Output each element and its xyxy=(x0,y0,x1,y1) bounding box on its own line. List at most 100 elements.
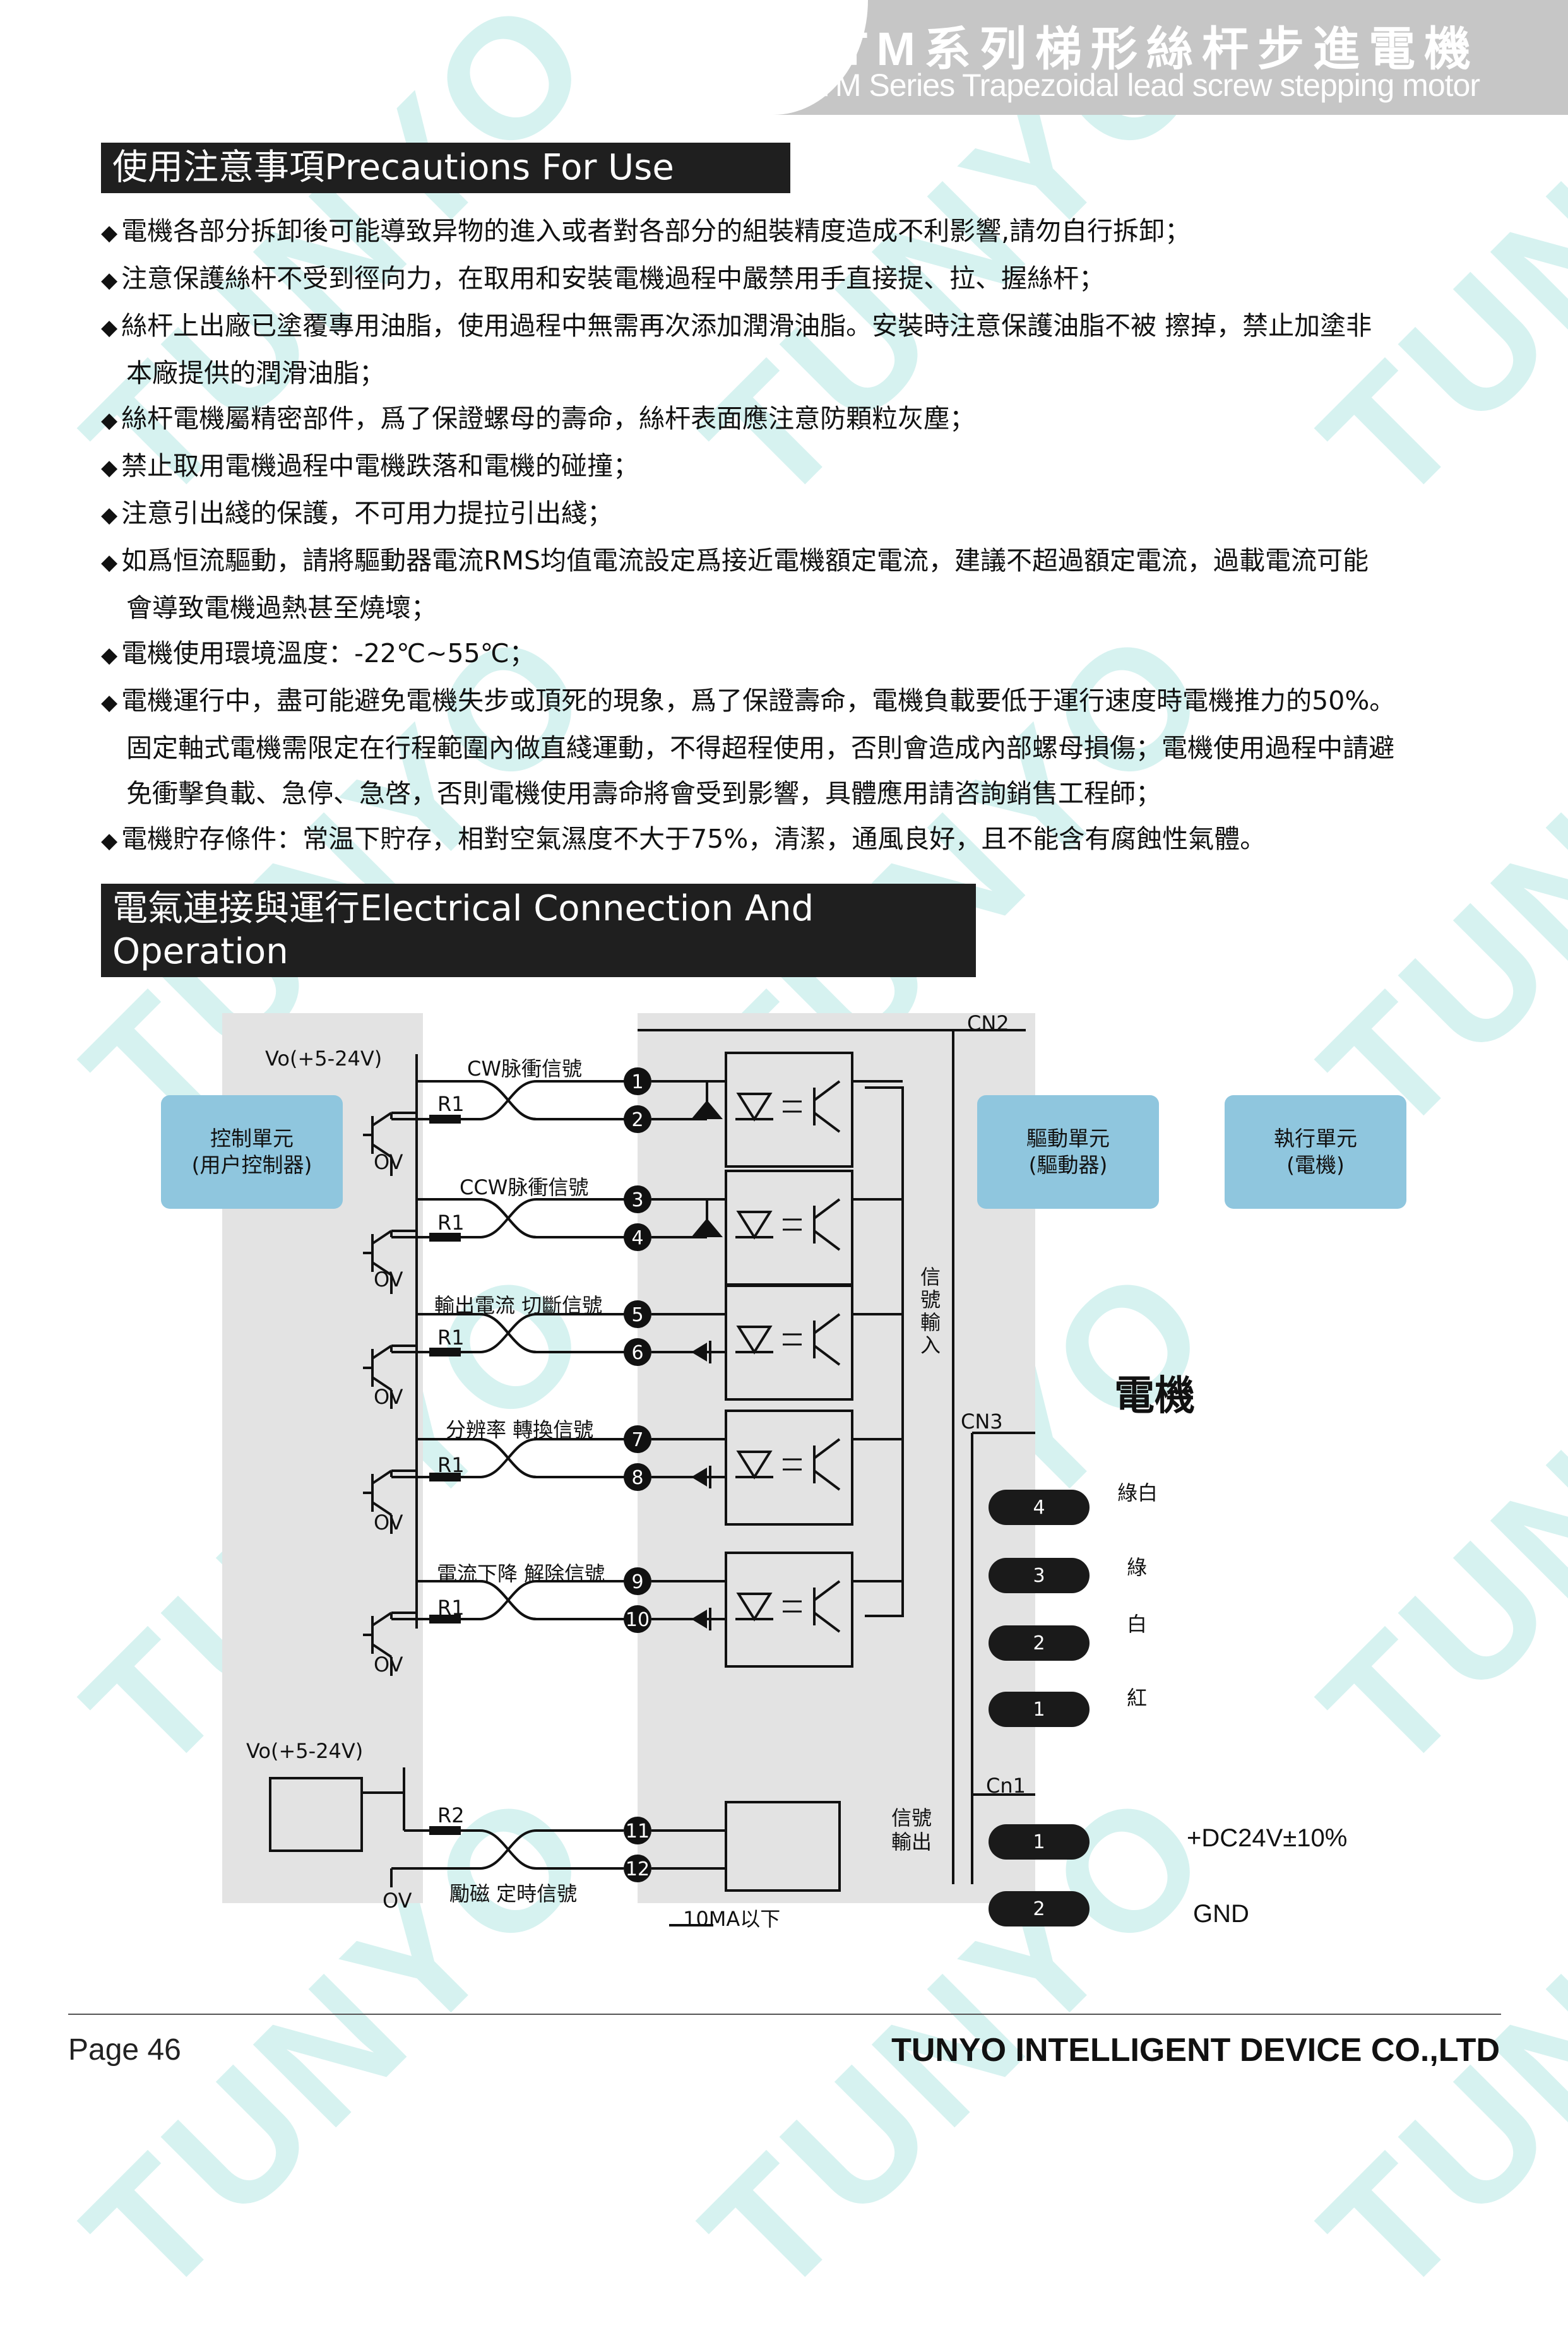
current-note: 10MA以下 xyxy=(683,1907,781,1931)
precaution-text: 會導致電機過熱甚至燒壞； xyxy=(126,593,437,623)
precaution-line: 會導致電機過熱甚至燒壞； xyxy=(101,585,1502,631)
pin-number: 12 xyxy=(626,1858,650,1880)
precaution-text: 注意引出綫的保護，不可用力提拉引出綫； xyxy=(121,498,614,528)
precaution-line: ◆絲杆電機屬精密部件，爲了保證螺母的壽命，絲杆表面應注意防顆粒灰塵； xyxy=(101,396,1502,443)
resistor xyxy=(429,1348,461,1356)
motor-label: 電機 xyxy=(1114,1373,1195,1420)
precaution-text: 電機運行中，盡可能避免電機失步或頂死的現象，爲了保證壽命，電機負載要低于運行速度… xyxy=(121,686,1396,716)
r1-label: R1 xyxy=(437,1453,465,1477)
optocoupler-box xyxy=(725,1170,853,1286)
precaution-text: 注意保護絲杆不受到徑向力，在取用和安裝電機過程中嚴禁用手直接提、拉、握絲杆； xyxy=(121,263,1105,294)
wire-color-green: 綠 xyxy=(1127,1555,1148,1579)
section-title-precautions: 使用注意事項Precautions For Use xyxy=(101,143,790,193)
pin-number: 7 xyxy=(631,1429,643,1451)
bullet-diamond-icon: ◆ xyxy=(101,315,118,340)
transistor xyxy=(371,1261,393,1276)
power-supply-label: +DC24V±10% xyxy=(1187,1824,1348,1852)
precaution-line: ◆電機貯存條件：常温下貯存，相對空氣濕度不大于75%，清潔，通風良好，且不能含有… xyxy=(101,816,1502,864)
phototransistor xyxy=(813,1469,841,1491)
signal-input-label: 信號輸入 xyxy=(920,1265,941,1357)
optocoupler-box xyxy=(725,1052,853,1168)
pin-circle xyxy=(624,1567,651,1595)
signal-label-excitation: 勵磁 定時信號 xyxy=(449,1882,578,1906)
pin-circle xyxy=(624,1463,651,1491)
pin-circle xyxy=(624,1817,651,1844)
transistor xyxy=(371,1230,393,1245)
cn3-pin-2: 2 xyxy=(989,1625,1090,1661)
cn1-pin-2: 2 xyxy=(989,1891,1090,1926)
pin-number: 1 xyxy=(631,1071,643,1093)
led-symbol xyxy=(736,1093,773,1122)
r1-label: R1 xyxy=(437,1596,465,1620)
page-number: Page 46 xyxy=(68,2033,181,2067)
phototransistor xyxy=(813,1313,841,1334)
precaution-line: ◆如爲恒流驅動，請將驅動器電流RMS均值電流設定爲接近電機額定電流，建議不超過額… xyxy=(101,538,1502,585)
precaution-line: ◆電機各部分拆卸後可能導致异物的進入或者對各部分的組裝精度造成不利影響,請勿自行… xyxy=(101,208,1502,256)
optocoupler-box xyxy=(725,1801,841,1892)
led-symbol xyxy=(736,1593,773,1622)
pin-number: 10 xyxy=(626,1609,650,1631)
precaution-text: 電機貯存條件：常温下貯存，相對空氣濕度不大于75%，清潔，通風良好，且不能含有腐… xyxy=(121,824,1266,854)
wire xyxy=(391,1314,418,1347)
pin-circle xyxy=(624,1185,651,1213)
optocoupler-box xyxy=(725,1285,853,1401)
bullet-diamond-icon: ◆ xyxy=(101,408,118,433)
bullet-diamond-icon: ◆ xyxy=(101,690,118,715)
transistor xyxy=(371,1643,393,1658)
led-symbol xyxy=(736,1326,773,1355)
transistor xyxy=(371,1112,393,1127)
pin-circle xyxy=(624,1605,651,1633)
cn3-pin-4: 4 xyxy=(989,1490,1090,1525)
resistor xyxy=(429,1826,461,1835)
pin-circle xyxy=(624,1338,651,1366)
driver-panel xyxy=(638,1013,1035,1903)
cn3-pin-3: 3 xyxy=(989,1558,1090,1593)
optocoupler-box xyxy=(269,1777,363,1852)
precaution-line: ◆注意保護絲杆不受到徑向力，在取用和安裝電機過程中嚴禁用手直接提、拉、握絲杆； xyxy=(101,256,1502,303)
transistor xyxy=(371,1376,393,1391)
precaution-text: 本廠提供的潤滑油脂； xyxy=(126,358,385,388)
r1-label: R1 xyxy=(437,1326,465,1350)
precaution-line: 免衝擊負載、急停、急啓，否則電機使用壽命將會受到影響，具體應用請咨詢銷售工程師； xyxy=(101,771,1502,816)
zero-volt-label: OV xyxy=(374,1150,403,1174)
r1-label: R1 xyxy=(437,1092,465,1116)
twisted-pair xyxy=(479,1829,537,1870)
transistor xyxy=(371,1501,393,1516)
resistor xyxy=(429,1233,461,1242)
phototransistor xyxy=(813,1580,841,1601)
precaution-line: ◆絲杆上出廠已塗覆專用油脂，使用過程中無需再次添加潤滑油脂。安裝時注意保護油脂不… xyxy=(101,303,1502,350)
pin-number: 2 xyxy=(631,1109,643,1131)
phototransistor xyxy=(813,1198,841,1220)
r2-label: R2 xyxy=(437,1803,465,1827)
precaution-line: ◆電機使用環境溫度：-22℃~55℃； xyxy=(101,631,1502,678)
transistor xyxy=(371,1612,393,1627)
signal-bus xyxy=(865,1086,904,1617)
page-subtitle: TM Series Trapezoidal lead screw steppin… xyxy=(816,68,1480,103)
driver-unit-box: 驅動單元 (驅動器) xyxy=(977,1095,1159,1209)
phototransistor xyxy=(813,1612,841,1633)
pin-number: 6 xyxy=(631,1342,643,1364)
precaution-line: 本廠提供的潤滑油脂； xyxy=(101,350,1502,396)
signal-output-label-2: 輸出 xyxy=(891,1830,932,1854)
zero-volt-label: OV xyxy=(374,1653,403,1677)
signal-label-cutoff: 輸出電流 切斷信號 xyxy=(434,1293,603,1317)
zero-volt-label: OV xyxy=(374,1385,403,1409)
optocoupler-box xyxy=(725,1552,853,1668)
precaution-text: 固定軸式電機需限定在行程範圍內做直綫運動，不得超程使用，否則會造成內部螺母損傷；… xyxy=(126,733,1394,763)
resistor xyxy=(429,1473,461,1481)
driver-unit-label: 驅動單元 xyxy=(1026,1126,1110,1151)
phototransistor xyxy=(813,1345,841,1366)
pin-circle xyxy=(624,1067,651,1095)
precautions-list: ◆電機各部分拆卸後可能導致异物的進入或者對各部分的組裝精度造成不利影響,請勿自行… xyxy=(101,208,1502,864)
signal-label-cw: CW脉衝信號 xyxy=(467,1057,582,1081)
bullet-diamond-icon: ◆ xyxy=(101,502,118,528)
pin-number: 4 xyxy=(631,1227,643,1249)
transistor xyxy=(371,1469,393,1485)
phototransistor xyxy=(813,1438,841,1459)
resistor xyxy=(429,1115,461,1124)
twisted-pair xyxy=(479,1580,537,1620)
cn1-pin-1: 1 xyxy=(989,1824,1090,1860)
pin-number: 9 xyxy=(631,1571,643,1593)
